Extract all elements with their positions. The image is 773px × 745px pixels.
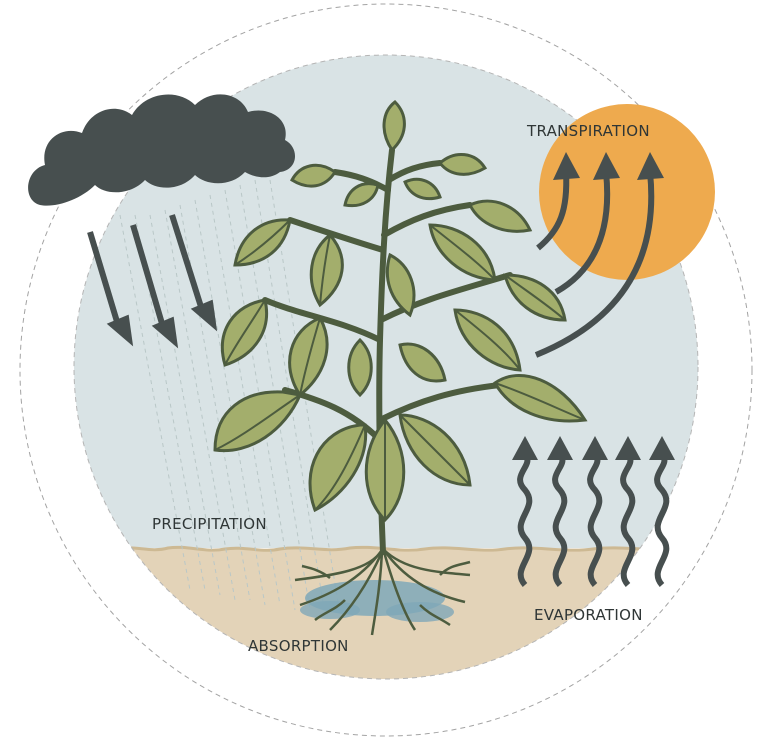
plant-roots [294, 549, 471, 636]
evaporation-arrow-icon [517, 452, 533, 587]
soil-surface-line [74, 545, 698, 553]
soil-ground [74, 547, 698, 679]
rain-arrow-icon [87, 231, 134, 347]
transpiration-arrow-icon [554, 171, 611, 295]
inner-dashed-ring [73, 54, 699, 680]
evaporation-arrow-icon [552, 452, 568, 587]
label-evaporation: EVAPORATION [534, 606, 643, 624]
evaporation-arrow-icon [620, 452, 636, 587]
transpiration-arrows [534, 171, 655, 358]
label-absorption: ABSORPTION [248, 637, 349, 655]
transpiration-arrow-icon [536, 171, 570, 251]
evaporation-arrows [517, 452, 670, 587]
transpiration-arrowheads [553, 152, 664, 180]
leaf-veins [214, 219, 586, 520]
label-transpiration: TRANSPIRATION [526, 122, 650, 140]
evaporation-arrow-icon [654, 452, 670, 587]
rain-arrow-icon [169, 214, 218, 332]
precipitation-arrows [87, 214, 218, 349]
rain-arrow-icon [130, 224, 179, 349]
evaporation-arrow-icon [587, 452, 603, 587]
plant [213, 100, 588, 555]
outer-dashed-ring [19, 3, 753, 737]
cloud-icon [28, 94, 296, 206]
label-precipitation: PRECIPITATION [152, 515, 267, 533]
transpiration-arrow-icon [534, 171, 655, 358]
evaporation-arrowheads [512, 436, 675, 460]
sun [539, 104, 715, 280]
